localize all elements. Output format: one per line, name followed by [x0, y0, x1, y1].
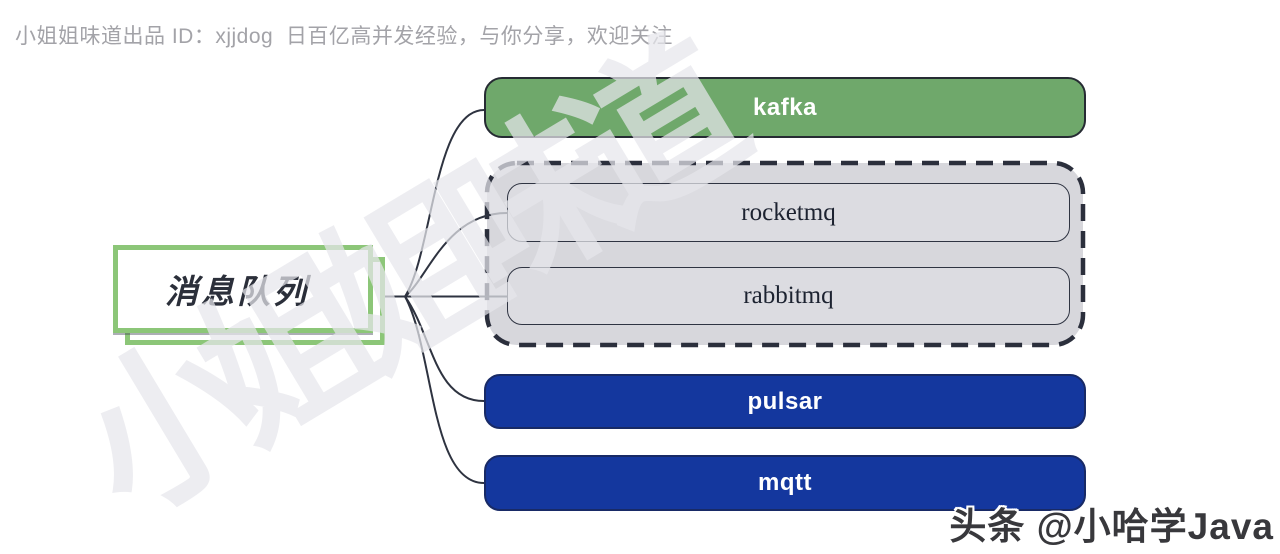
connector-root-mqtt [404, 296, 485, 484]
connector-root-rocketmq [404, 212, 508, 298]
root-node-label: 消息队列 [165, 273, 309, 310]
node-pulsar: pulsar [484, 374, 1086, 429]
node-rabbitmq-label: rabbitmq [743, 282, 834, 309]
connector-root-kafka [404, 109, 485, 298]
node-mqtt: mqtt [484, 455, 1086, 511]
connector-root-pulsar [404, 295, 485, 402]
node-mqtt-label: mqtt [758, 469, 812, 496]
header-byline: 小姐姐味道出品 ID：xjjdog 日百亿高并发经验，与你分享，欢迎关注 [15, 25, 673, 48]
node-rocketmq-label: rocketmq [741, 198, 836, 226]
node-kafka: kafka [484, 77, 1086, 138]
node-rabbitmq: rabbitmq [507, 267, 1070, 325]
node-pulsar-label: pulsar [747, 387, 823, 415]
node-kafka-label: kafka [753, 93, 817, 121]
node-rocketmq: rocketmq [507, 183, 1070, 242]
credit-watermark: 头条 @小哈学Java [949, 506, 1274, 547]
root-node: 消息队列 [113, 245, 373, 333]
